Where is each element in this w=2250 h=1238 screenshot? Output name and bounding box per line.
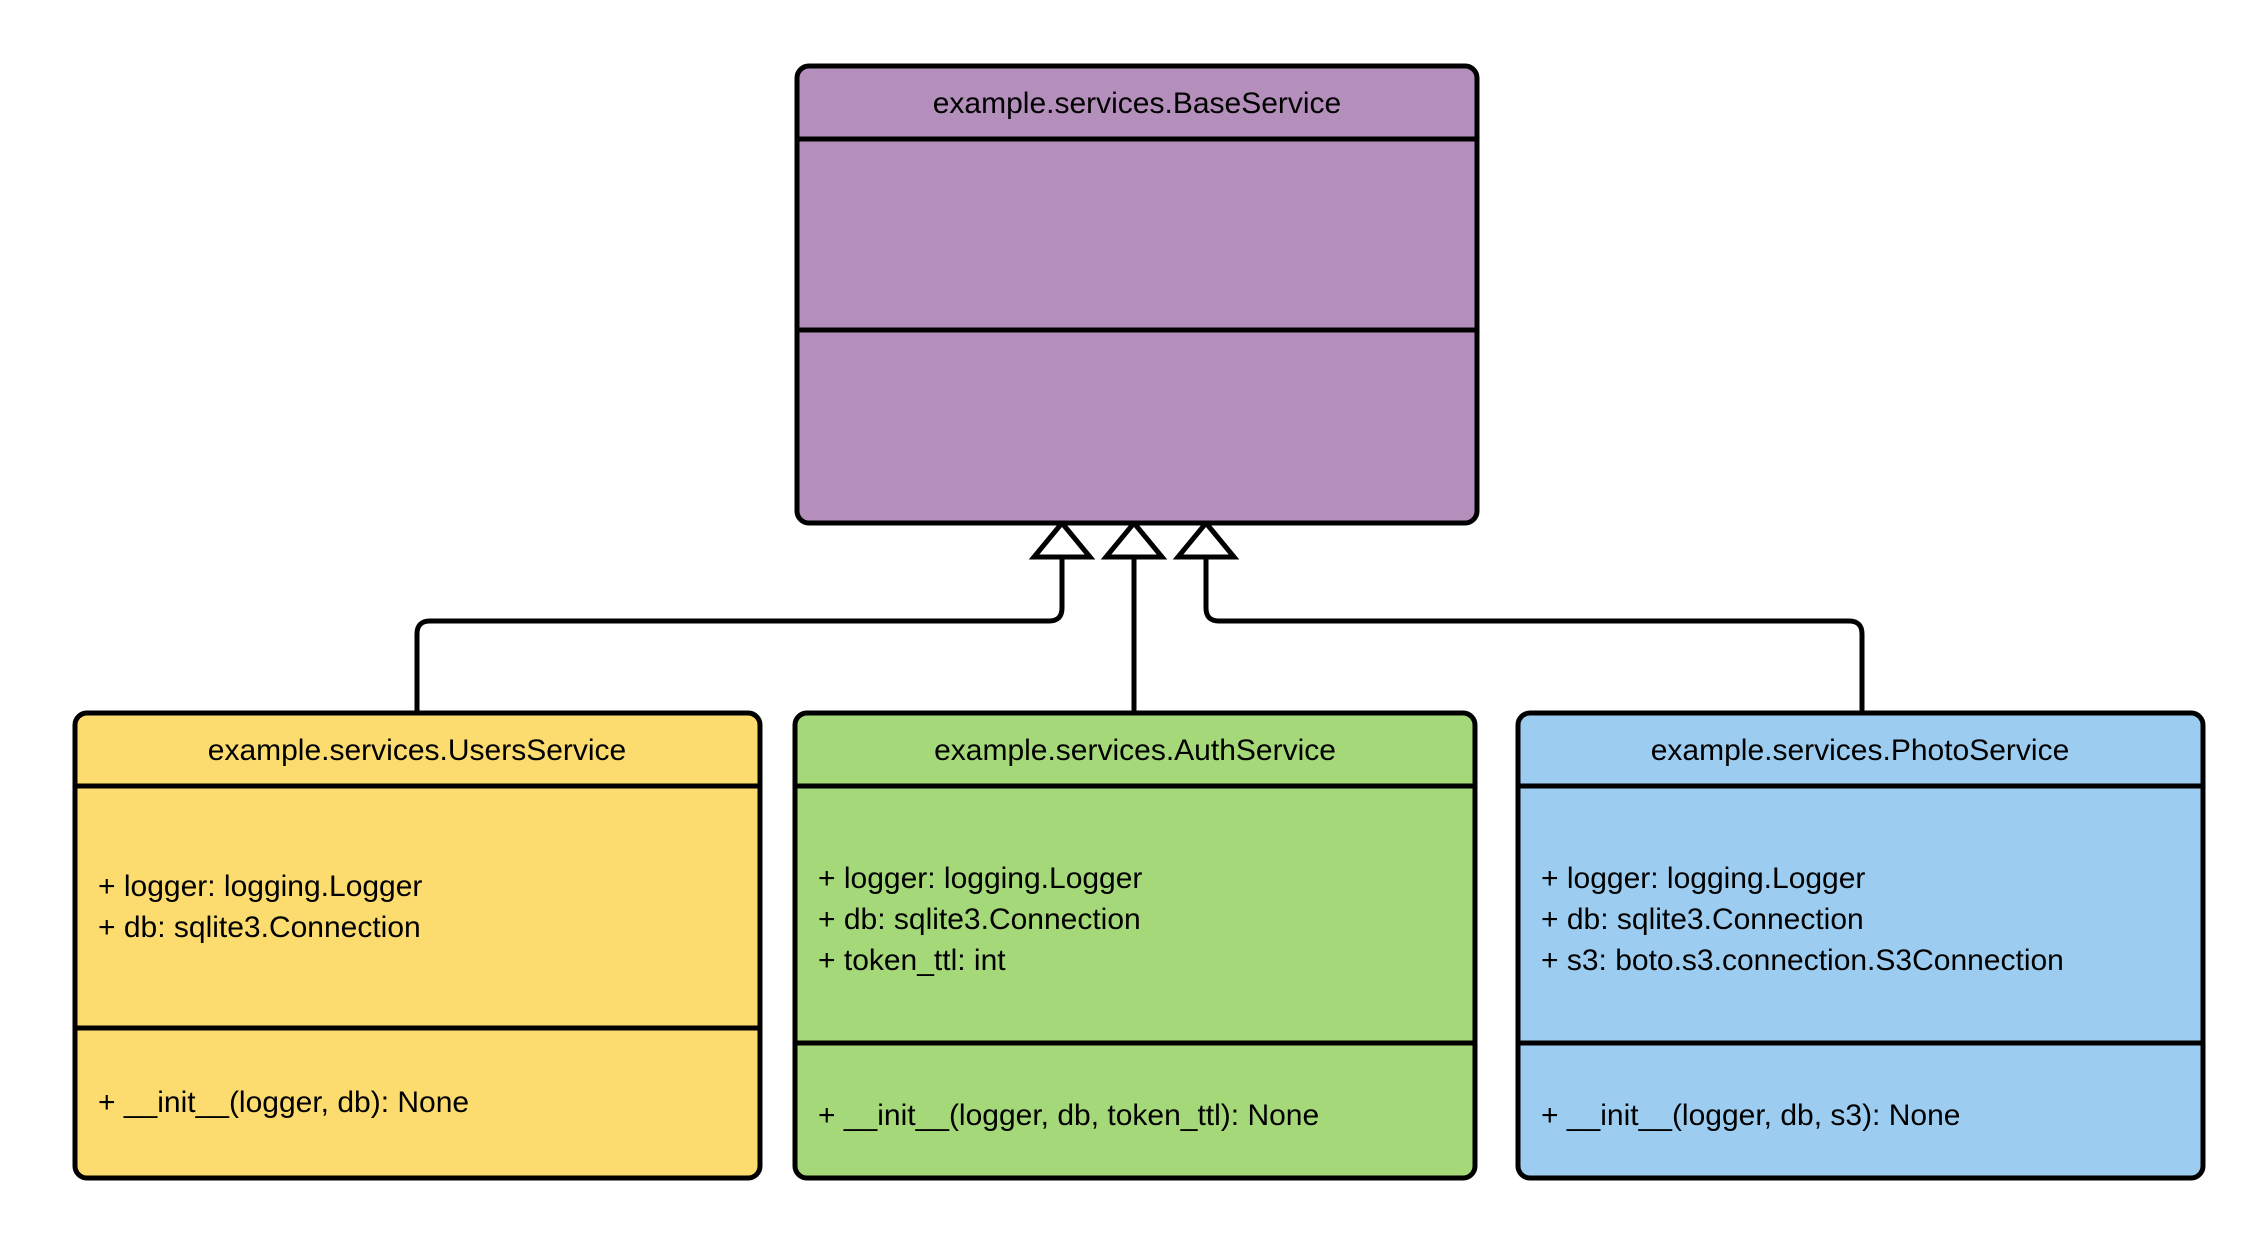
class-title-usersservice: example.services.UsersService [208, 734, 626, 767]
class-attribute-photoservice-2: + s3: boto.s3.connection.S3Connection [1541, 944, 2064, 977]
class-box-photoservice[interactable] [1515, 710, 2206, 1181]
generalization-arrowhead-icon-1 [1028, 519, 1096, 560]
class-attribute-usersservice-1: + db: sqlite3.Connection [98, 911, 421, 944]
class-attribute-photoservice-0: + logger: logging.Logger [1541, 862, 1865, 895]
class-method-usersservice-0: + __init__(logger, db): None [98, 1086, 469, 1119]
class-node-photoservice[interactable]: example.services.PhotoService + logger: … [1515, 710, 2206, 1181]
class-attribute-authservice-1: + db: sqlite3.Connection [818, 903, 1141, 936]
class-box-usersservice[interactable] [72, 710, 763, 1181]
class-box-baseservice[interactable] [794, 63, 1480, 526]
class-node-baseservice[interactable]: example.services.BaseService [794, 63, 1480, 526]
class-node-usersservice[interactable]: example.services.UsersService + logger: … [72, 710, 763, 1181]
generalization-arrowhead-icon-3 [1172, 519, 1240, 560]
class-node-authservice[interactable]: example.services.AuthService + logger: l… [792, 710, 1478, 1181]
edge-group [414, 519, 1865, 713]
class-method-authservice-0: + __init__(logger, db, token_ttl): None [818, 1099, 1319, 1132]
class-title-baseservice: example.services.BaseService [933, 87, 1342, 120]
edge-usersservice-to-baseservice [414, 557, 1065, 713]
class-method-photoservice-0: + __init__(logger, db, s3): None [1541, 1099, 1960, 1132]
class-attribute-photoservice-1: + db: sqlite3.Connection [1541, 903, 1864, 936]
class-title-authservice: example.services.AuthService [934, 734, 1336, 767]
generalization-arrowhead-icon-2 [1100, 519, 1168, 560]
class-title-photoservice: example.services.PhotoService [1651, 734, 2070, 767]
class-attribute-usersservice-0: + logger: logging.Logger [98, 870, 422, 903]
class-attribute-authservice-2: + token_ttl: int [818, 944, 1006, 977]
edge-photoservice-to-baseservice [1203, 557, 1865, 713]
class-box-authservice[interactable] [792, 710, 1478, 1181]
class-attribute-authservice-0: + logger: logging.Logger [818, 862, 1142, 895]
